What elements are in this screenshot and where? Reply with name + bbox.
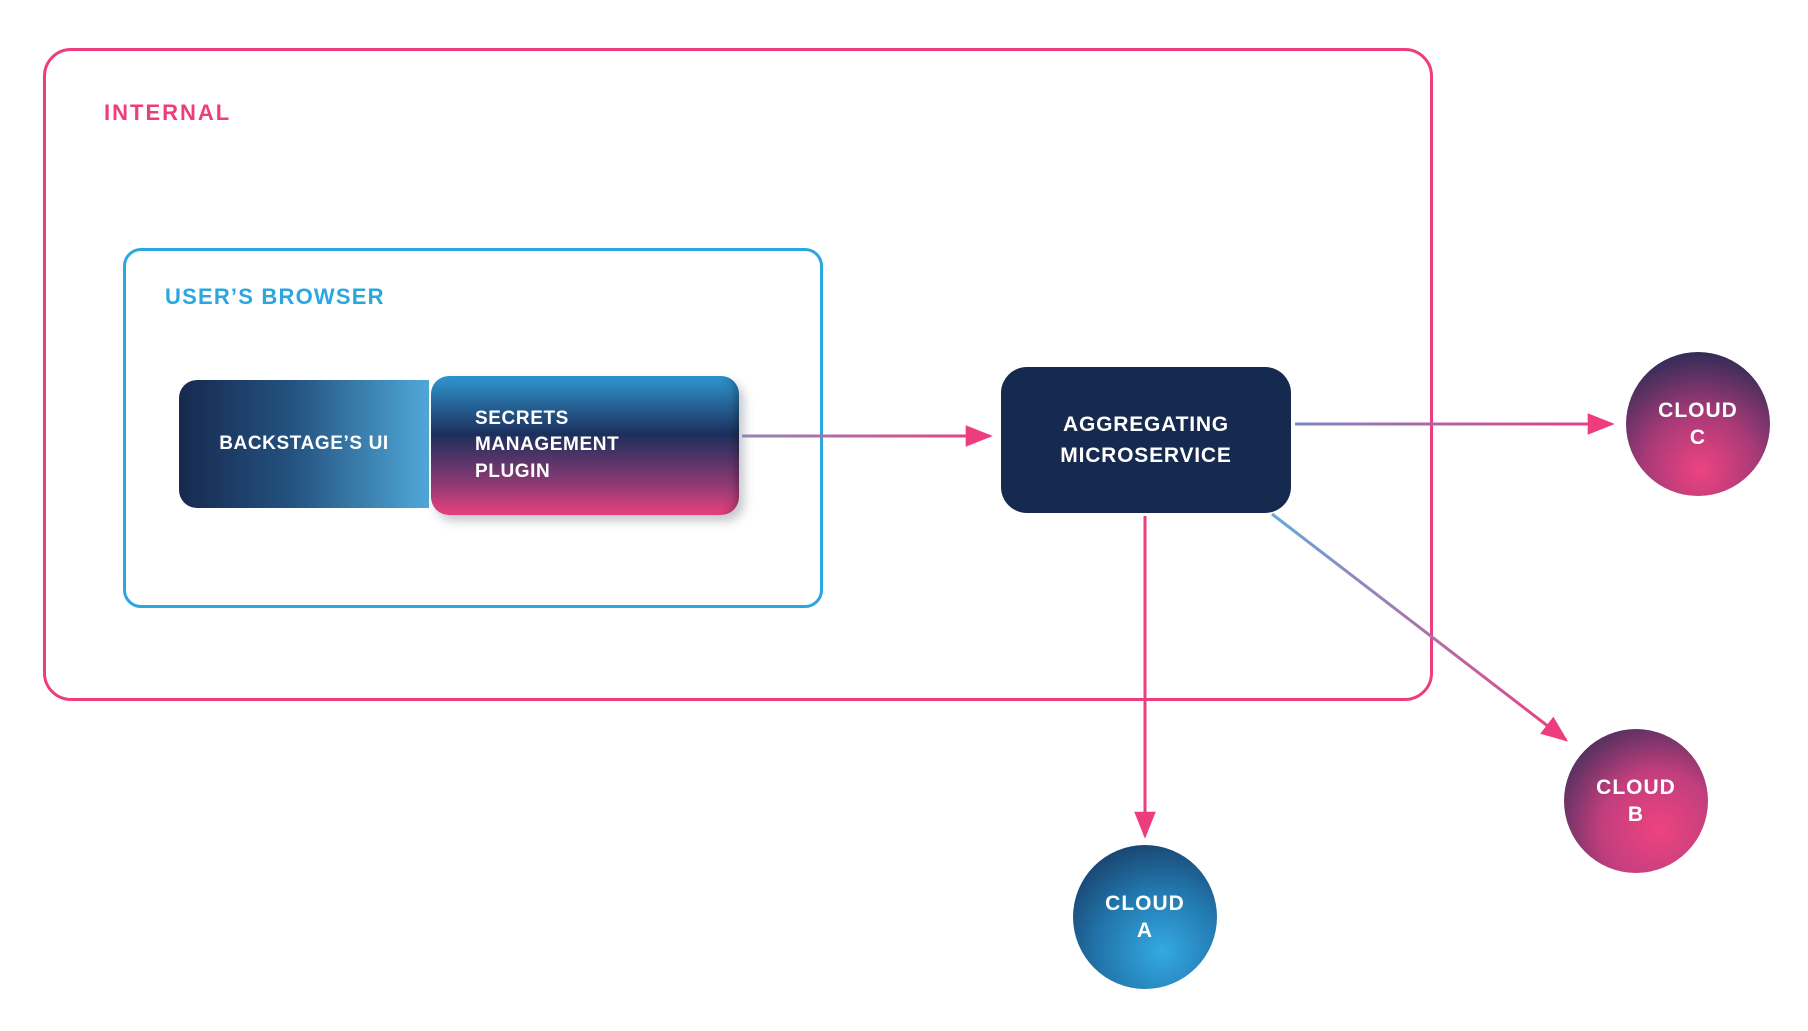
backstage-ui-label: BACKSTAGE’S UI <box>219 433 389 454</box>
users-browser-boundary-box <box>123 248 823 608</box>
cloud-b-node: CLOUD B <box>1564 729 1708 873</box>
backstage-ui-node: BACKSTAGE’S UI <box>179 380 429 508</box>
aggregating-microservice-label: AGGREGATING MICROSERVICE <box>1060 412 1232 468</box>
internal-label: INTERNAL <box>104 100 232 125</box>
users-browser-label: USER’S BROWSER <box>165 284 385 309</box>
internal-boundary-box <box>43 48 1433 701</box>
cloud-a-label-line2: A <box>1136 919 1154 942</box>
cloud-b-label-line1: CLOUD <box>1596 775 1676 799</box>
cloud-c-node: CLOUD C <box>1626 352 1770 496</box>
cloud-b-label-line2: B <box>1627 803 1645 826</box>
secrets-management-plugin-node: SECRETS MANAGEMENT PLUGIN <box>431 376 739 515</box>
cloud-c-label-line1: CLOUD <box>1658 398 1738 422</box>
cloud-c-label-line2: C <box>1689 426 1707 449</box>
cloud-a-node: CLOUD A <box>1073 845 1217 989</box>
secrets-management-plugin-label: SECRETS MANAGEMENT PLUGIN <box>475 408 620 482</box>
cloud-a-label-line1: CLOUD <box>1105 891 1185 915</box>
aggregating-microservice-node: AGGREGATING MICROSERVICE <box>1001 367 1291 513</box>
